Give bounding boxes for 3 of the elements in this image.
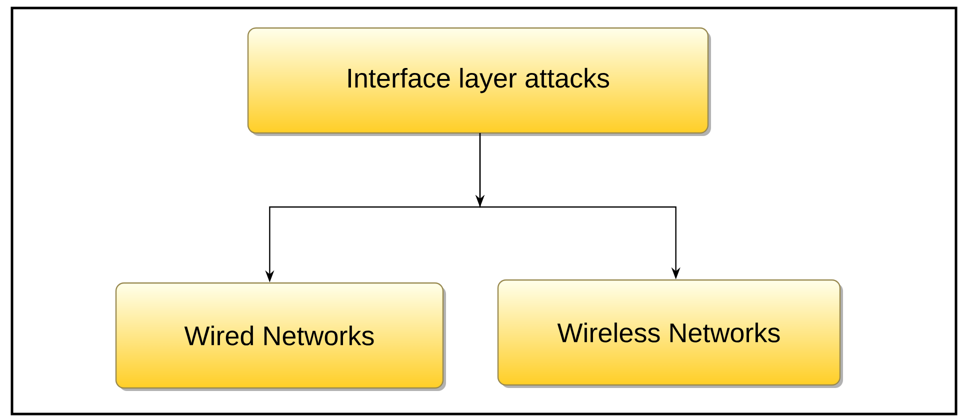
process-box: Interface layer attacks bbox=[247, 27, 711, 136]
process-box: Wired Networks bbox=[115, 282, 446, 391]
process-box: Wireless Networks bbox=[497, 279, 843, 388]
